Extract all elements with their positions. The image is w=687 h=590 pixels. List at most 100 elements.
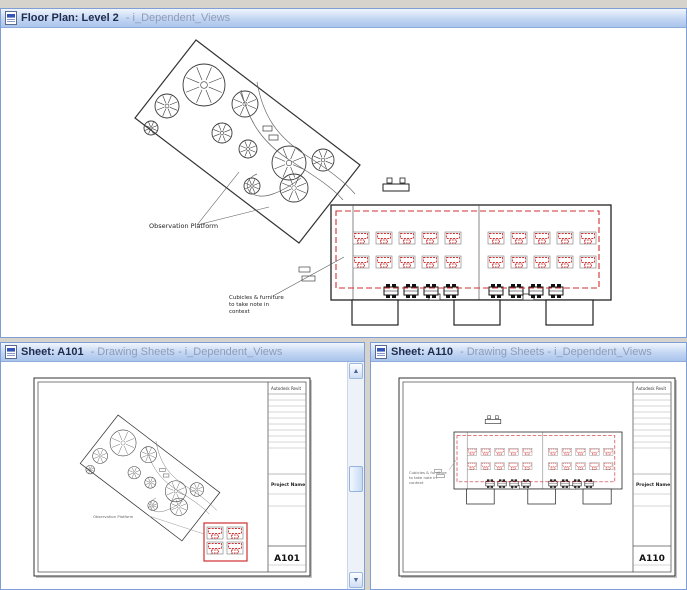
cubicle-symbol [226,526,244,540]
tree-symbol [182,63,226,107]
table-symbol [497,479,507,488]
elevation-marker [298,266,311,273]
cubicle-symbol [444,255,462,269]
cubicle-symbol [508,462,519,470]
walkway-path [155,441,217,511]
cubicle-symbol [206,541,224,555]
entry-canopy-symbol [484,419,502,424]
cubicle-symbol [548,448,558,456]
bench-symbol [268,134,279,141]
office-building-outline [330,204,612,301]
sheet-paper [33,377,311,577]
window-title: Sheet: A101 [21,346,84,358]
cubicle-symbol [487,231,505,245]
observation-platform-label: Observation Platform [149,222,218,230]
titleblock-project-label: Project Name [271,482,305,488]
stair-bay [527,488,556,505]
cubicle-symbol [589,462,600,470]
cubicle-symbol [533,231,551,245]
tree-symbol [164,480,187,503]
stair-bay [466,488,495,505]
cubicle-note-label: Cubicles & furniture [229,295,284,301]
office-building-outline [453,431,623,490]
table-symbol [509,479,519,488]
cubicle-note-label: to take note in [229,302,270,308]
tree-symbol [279,173,309,203]
tree-symbol [243,177,261,195]
rvt-file-icon [5,11,17,25]
cubicle-symbol [603,448,614,456]
walkway-path [246,173,302,197]
cubicle-symbol [561,448,572,456]
cubicle-symbol [421,231,439,245]
stair-bay [582,488,612,505]
titleblock-project-label: Project Name [636,482,670,488]
cubicle-symbol [467,448,477,456]
cubicle-symbol [375,255,393,269]
site-wing-outline [134,39,361,244]
cubicle-symbol [467,462,477,470]
scroll-track[interactable] [348,380,364,571]
cubicle-note-label: Cubicles & furniture [409,470,447,475]
cubicle-symbol [398,255,416,269]
table-symbol [528,284,544,298]
floor-plan-titlebar[interactable]: Floor Plan: Level 2 - i_Dependent_Views [1,9,686,28]
window-floor-plan-level2[interactable]: Floor Plan: Level 2 - i_Dependent_Views … [0,8,687,338]
walkway-path [145,445,210,515]
cubicle-symbol [579,255,597,269]
scroll-down-button[interactable]: ▼ [349,572,363,588]
cubicle-symbol [522,448,533,456]
cubicle-symbol [510,231,528,245]
tree-symbol [311,148,335,172]
tree-symbol [154,93,180,119]
table-symbol [485,479,495,488]
dependent-view-crop-region[interactable] [335,210,600,289]
elevation-marker [436,474,445,478]
cubicle-note-label: context [409,480,424,485]
cubicle-symbol [575,462,586,470]
cubicle-symbol [226,541,244,555]
table-symbol [521,479,531,488]
cubicle-symbol [510,255,528,269]
sheet-a110-titlebar[interactable]: Sheet: A110 - Drawing Sheets - i_Depende… [371,343,686,362]
window-sheet-a110[interactable]: Sheet: A110 - Drawing Sheets - i_Depende… [370,342,687,590]
table-symbol [443,284,459,298]
dependent-view-crop-region[interactable] [456,435,616,483]
a101-vertical-scrollbar[interactable]: ▲ ▼ [347,362,364,589]
table-symbol [560,479,570,488]
table-symbol [383,284,399,298]
cubicle-symbol [494,448,505,456]
sheet-number: A101 [274,554,300,564]
tree-symbol [92,448,108,464]
scroll-up-button[interactable]: ▲ [349,363,363,379]
tree-symbol [143,120,159,136]
tree-symbol [127,466,141,480]
table-symbol [403,284,419,298]
cubicle-symbol [533,255,551,269]
a101-dependent-detail-view[interactable] [203,522,248,562]
cubicle-symbol [548,462,558,470]
a101-plan-viewport[interactable] [79,414,221,542]
cubicle-symbol [603,462,614,470]
scroll-thumb[interactable] [349,466,363,492]
sheet-a101-titlebar[interactable]: Sheet: A101 - Drawing Sheets - i_Depende… [1,343,364,362]
walkway-path [240,89,344,201]
cubicle-symbol [561,462,572,470]
tree-symbol [189,482,204,497]
titleblock-brand: Autodesk Revit [636,386,666,391]
window-sheet-a101[interactable]: Sheet: A101 - Drawing Sheets - i_Depende… [0,342,365,590]
cubicle-symbol [579,231,597,245]
window-title-suffix: - i_Dependent_Views [125,12,231,24]
a110-plan-viewport[interactable] [434,415,623,505]
table-symbol [508,284,524,298]
cubicle-symbol [575,448,586,456]
cubicle-note-label: context [229,309,251,315]
cubicle-symbol [375,231,393,245]
